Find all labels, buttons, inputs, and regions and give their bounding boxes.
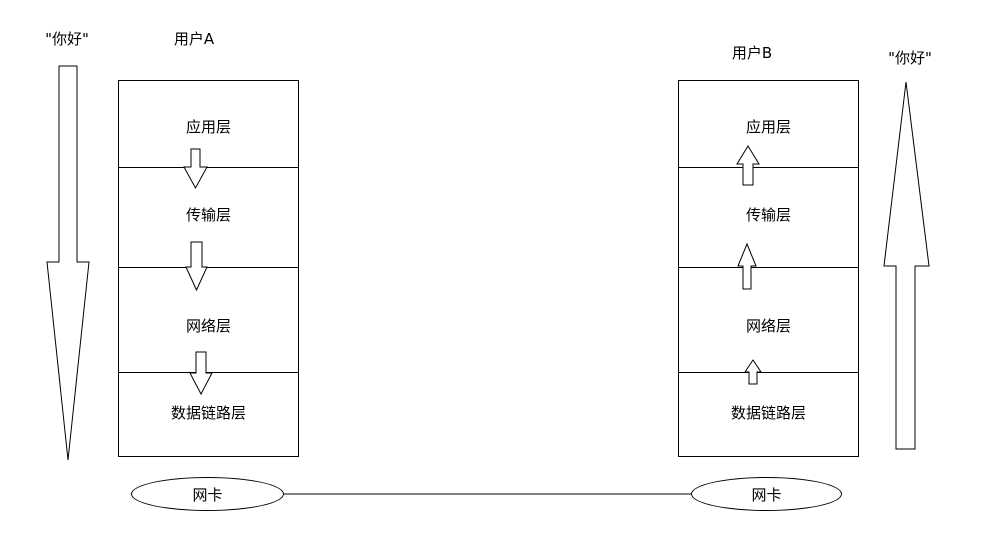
- user-b-protocol-stack: 应用层 传输层 网络层 数据链路层: [678, 80, 859, 457]
- layer-label: 网络层: [745, 317, 791, 335]
- user-b-transport-layer: 传输层: [679, 167, 858, 267]
- layer-label: 应用层: [745, 118, 791, 136]
- user-a-protocol-stack: 应用层 传输层 网络层 数据链路层: [118, 80, 299, 457]
- user-b-title: 用户B: [731, 44, 773, 62]
- user-b-application-layer: 应用层: [679, 81, 858, 167]
- user-a-data-link-layer: 数据链路层: [119, 372, 298, 456]
- user-a-transport-layer: 传输层: [119, 167, 298, 267]
- user-a-nic: 网卡: [131, 477, 284, 511]
- layer-label: 网络层: [185, 317, 231, 335]
- nic-label: 网卡: [192, 485, 223, 504]
- nic-label: 网卡: [751, 485, 782, 504]
- user-b-data-link-layer: 数据链路层: [679, 372, 858, 456]
- user-a-network-layer: 网络层: [119, 267, 298, 372]
- up-arrow-icon: [883, 81, 930, 450]
- down-arrow-icon: [46, 65, 90, 461]
- left-message-label: "你好": [45, 30, 89, 48]
- user-b-nic: 网卡: [691, 477, 842, 511]
- layer-label: 传输层: [185, 206, 231, 224]
- user-a-title: 用户A: [173, 30, 215, 48]
- right-message-label: "你好": [888, 49, 932, 67]
- user-b-network-layer: 网络层: [679, 267, 858, 372]
- layer-label: 数据链路层: [730, 404, 806, 422]
- user-a-application-layer: 应用层: [119, 81, 298, 167]
- layer-label: 传输层: [745, 206, 791, 224]
- layer-label: 应用层: [185, 118, 231, 136]
- layer-label: 数据链路层: [170, 404, 246, 422]
